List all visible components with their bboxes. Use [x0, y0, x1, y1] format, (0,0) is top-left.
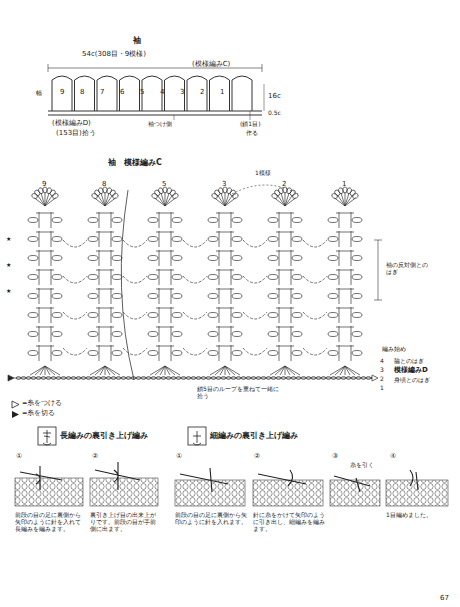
start-note: 編み始め [382, 346, 406, 353]
dimension: 16c [268, 92, 281, 100]
technique-title: 細編みの裏引き上げ編み [210, 432, 298, 441]
step-caption: 針に糸をかけて矢印のように引き出し、細編みを編みます。 [253, 512, 325, 533]
note: (鎖1目) [240, 121, 261, 128]
sleeve-schematic [48, 64, 264, 120]
step-number: ① [176, 452, 182, 460]
step-number: ① [16, 452, 22, 460]
stitch-symbol [38, 427, 206, 445]
repeat-number: 6 [120, 88, 124, 96]
legend-text: =糸を切る [22, 410, 55, 417]
legend-text: =糸をつける [22, 400, 62, 407]
row-mark: ★ [6, 262, 11, 269]
note: 作る [246, 130, 258, 137]
row-mark: ★ [6, 288, 11, 295]
seam-note: 袖の反対側とのはぎ [386, 262, 432, 276]
repeat-number: 1 [220, 88, 224, 96]
row-number: 3 [380, 367, 384, 374]
cut-yarn-mark [12, 411, 19, 418]
repeat-number: 9 [60, 88, 64, 96]
note: 幅 [36, 90, 42, 97]
pattern-name: 模様編みD [394, 366, 428, 374]
step-caption: 裏引き上げ目の出来上がりです。前段の目が手前側に出ます。 [90, 512, 160, 533]
repeat-note: 1模様 [255, 170, 271, 177]
repeat-number: 5 [162, 180, 166, 188]
attach-yarn-mark [12, 401, 19, 408]
page-number: 67 [440, 594, 449, 602]
seam-note: 脇とのはぎ [394, 358, 424, 365]
repeat-number: 3 [180, 88, 184, 96]
technique-illustration [15, 462, 448, 506]
repeat-number: 9 [42, 180, 46, 188]
repeat-number: 4 [160, 88, 164, 96]
chart-title: 袖 模様編みC [108, 158, 162, 167]
repeat-number: 5 [140, 88, 144, 96]
step-caption: 1目編めました。 [386, 512, 446, 519]
repeat-number: 2 [282, 180, 286, 188]
repeat-number: 8 [102, 180, 106, 188]
step-number: ② [254, 452, 260, 460]
title: 袖 [133, 36, 141, 45]
step-number: ③ [332, 452, 338, 460]
step-number: ④ [390, 452, 396, 460]
seam-note: 身頃とのはぎ [394, 377, 430, 384]
callout: 糸を引く [350, 462, 374, 468]
row-number: 1 [380, 385, 384, 392]
row-number: 4 [380, 358, 384, 365]
row-number: 2 [380, 376, 384, 383]
stitch-count: (153目)拾う [56, 129, 96, 137]
bracket [121, 185, 382, 380]
repeat-number: 1 [342, 180, 346, 188]
repeat-number: 8 [80, 88, 84, 96]
step-caption: 前段の目の足に裏側から矢印のように針を入れて長編みを編みます。 [15, 512, 85, 533]
stitch-chart [8, 187, 378, 381]
note: 袖つけ側 [148, 121, 172, 128]
repeat-number: 2 [200, 88, 204, 96]
pattern-name: (模様編みD) [52, 119, 91, 127]
repeat-number: 7 [100, 88, 104, 96]
chart-note: 鎖5目のループを重ねて一緒に拾う [196, 386, 280, 400]
technique-title: 長編みの裏引き上げ編み [60, 432, 148, 441]
step-caption: 前段の目の足に裏側から矢印のように針を入れます。 [175, 512, 247, 526]
row-mark: ★ [6, 236, 11, 243]
dimension: 0.5c [268, 110, 281, 117]
step-number: ② [92, 452, 98, 460]
pattern-name: (模様編みC) [192, 60, 230, 68]
repeat-number: 3 [222, 180, 226, 188]
dimension: 54c(308目・9模様) [82, 50, 146, 58]
